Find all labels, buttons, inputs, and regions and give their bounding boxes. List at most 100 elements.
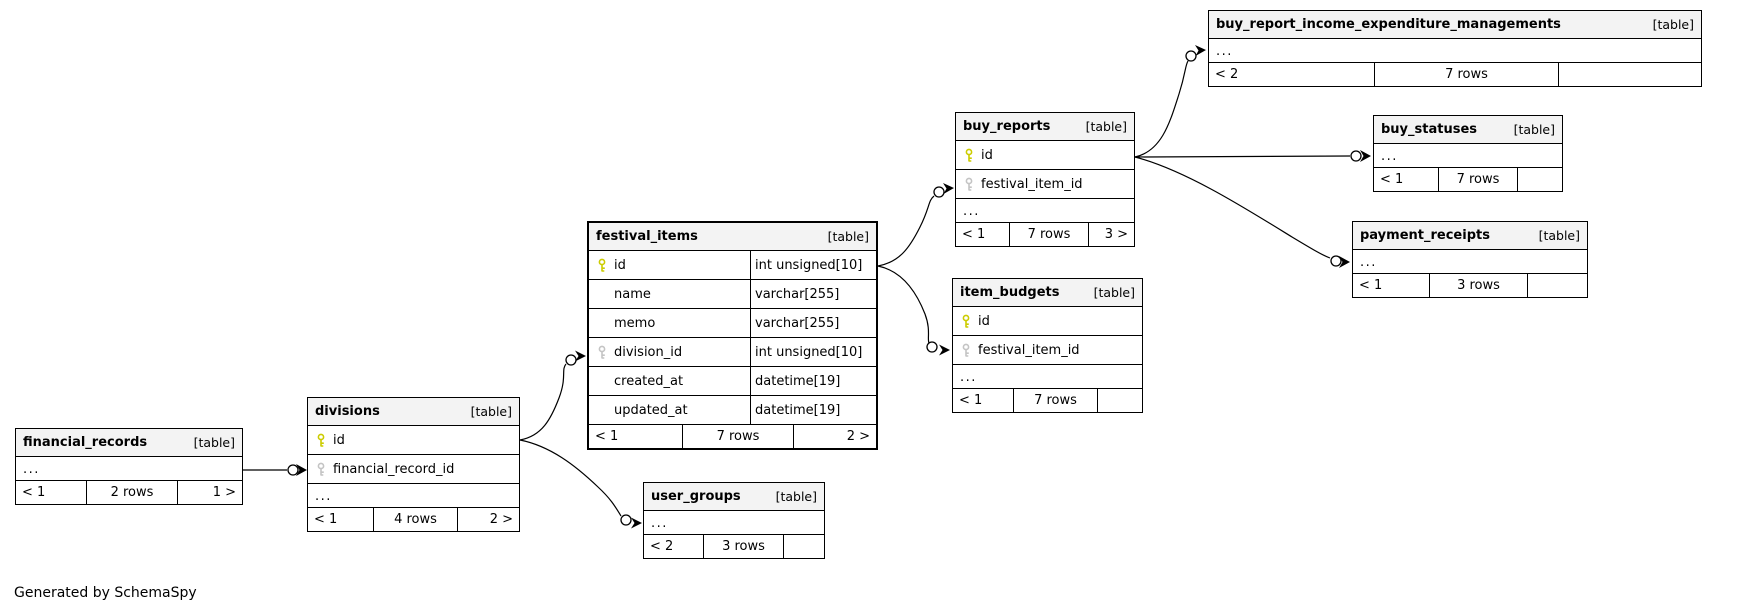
table-footer: < 2 7 rows [1209,63,1701,86]
table-footer: < 2 3 rows [644,535,824,558]
table-footer: < 1 2 rows 1 > [16,481,242,504]
table-footer: < 1 7 rows [1374,168,1562,191]
ellipsis-row: ... [953,365,1142,389]
edge-festival-items-item-budgets [877,265,950,356]
table-user-groups: user_groups [table] ... < 2 3 rows [643,482,825,559]
table-title[interactable]: item_budgets [960,285,1060,300]
column-row: id [308,426,519,455]
table-title[interactable]: buy_report_income_expenditure_management… [1216,17,1561,32]
table-header[interactable]: payment_receipts [table] [1353,222,1587,250]
footer-parents: < 1 [595,429,619,444]
ellipsis-row: ... [1353,250,1587,274]
footer-parents: < 1 [22,485,46,500]
table-festival-items: festival_items [table] id int unsigned[1… [587,221,878,450]
footer-parents: < 2 [1215,67,1239,82]
table-footer: < 1 3 rows [1353,274,1587,297]
table-badge: [table] [1085,119,1127,134]
primary-key-icon [956,148,981,163]
footer-children: 3 > [1104,227,1128,242]
column-row: name varchar[255] [589,280,876,309]
edge-divisions-festival-items [519,350,586,441]
table-title[interactable]: user_groups [651,489,741,504]
column-name: created_at [614,373,684,389]
table-header[interactable]: financial_records [table] [16,429,242,457]
column-name: festival_item_id [981,176,1083,192]
footer-children [1528,274,1587,297]
edge-festival-items-buy-reports [877,183,954,267]
table-divisions: divisions [table] id financial_record_id… [307,397,520,532]
table-payment-receipts: payment_receipts [table] ... < 1 3 rows [1352,221,1588,298]
column-name: id [614,257,626,273]
table-footer: < 1 7 rows [953,389,1142,412]
edge-buy-reports-buy-statuses [1134,150,1371,162]
column-row: festival_item_id [953,336,1142,365]
foreign-key-icon [953,343,978,358]
column-name: name [614,286,651,302]
table-footer: < 1 4 rows 2 > [308,508,519,531]
column-row: id int unsigned[10] [589,251,876,280]
footer-children [1559,63,1701,86]
foreign-key-icon [308,462,333,477]
primary-key-icon [308,433,333,448]
column-row: id [953,307,1142,336]
table-badge: [table] [470,404,512,419]
table-header[interactable]: buy_statuses [table] [1374,116,1562,144]
column-type: int unsigned[10] [750,251,876,279]
table-header[interactable]: festival_items [table] [589,223,876,251]
column-row: financial_record_id [308,455,519,484]
footer-children: 2 > [846,429,870,444]
column-row: memo varchar[255] [589,309,876,338]
footer-rowcount: 3 rows [703,535,784,558]
footer-rowcount: 7 rows [1009,223,1089,246]
footer-children [1098,389,1142,412]
ellipsis-row: ... [16,457,242,481]
table-badge: [table] [1513,122,1555,137]
footer-parents: < 2 [650,539,674,554]
table-title[interactable]: payment_receipts [1360,228,1490,243]
table-buy-reports: buy_reports [table] id festival_item_id … [955,112,1135,247]
table-header[interactable]: buy_report_income_expenditure_management… [1209,11,1701,39]
column-type: varchar[255] [750,280,876,308]
column-name: id [333,432,345,448]
footer-parents: < 1 [962,227,986,242]
table-title[interactable]: financial_records [23,435,148,450]
column-name: updated_at [614,402,688,418]
column-name: division_id [614,344,683,360]
table-badge: [table] [1652,17,1694,32]
footer-children [1518,168,1562,191]
table-footer: < 1 7 rows 2 > [589,425,876,448]
table-title[interactable]: buy_reports [963,119,1051,134]
column-row: id [956,141,1134,170]
primary-key-icon [589,258,614,273]
footer-children: 2 > [489,512,513,527]
table-header[interactable]: item_budgets [table] [953,279,1142,307]
foreign-key-icon [589,345,614,360]
table-badge: [table] [1538,228,1580,243]
table-footer: < 1 7 rows 3 > [956,223,1134,246]
table-header[interactable]: divisions [table] [308,398,519,426]
table-title[interactable]: buy_statuses [1381,122,1478,137]
footer-rowcount: 7 rows [1013,389,1098,412]
table-item-budgets: item_budgets [table] id festival_item_id… [952,278,1143,413]
table-badge: [table] [775,489,817,504]
footer-rowcount: 4 rows [373,508,458,531]
footer-parents: < 1 [314,512,338,527]
table-badge: [table] [827,229,869,244]
table-header[interactable]: user_groups [table] [644,483,824,511]
ellipsis-row: ... [956,199,1134,223]
footer-parents: < 1 [959,393,983,408]
footer-children [784,535,824,558]
table-title[interactable]: festival_items [596,229,698,244]
footer-rowcount: 7 rows [1374,63,1559,86]
column-row: division_id int unsigned[10] [589,338,876,367]
footer-children: 1 > [212,485,236,500]
footer-parents: < 1 [1359,278,1383,293]
column-name: financial_record_id [333,461,455,477]
edge-buy-reports-buy-report-income-expenditure-managements [1134,45,1206,158]
column-name: id [981,147,993,163]
column-type: int unsigned[10] [750,338,876,366]
table-header[interactable]: buy_reports [table] [956,113,1134,141]
table-title[interactable]: divisions [315,404,380,419]
table-badge: [table] [1093,285,1135,300]
